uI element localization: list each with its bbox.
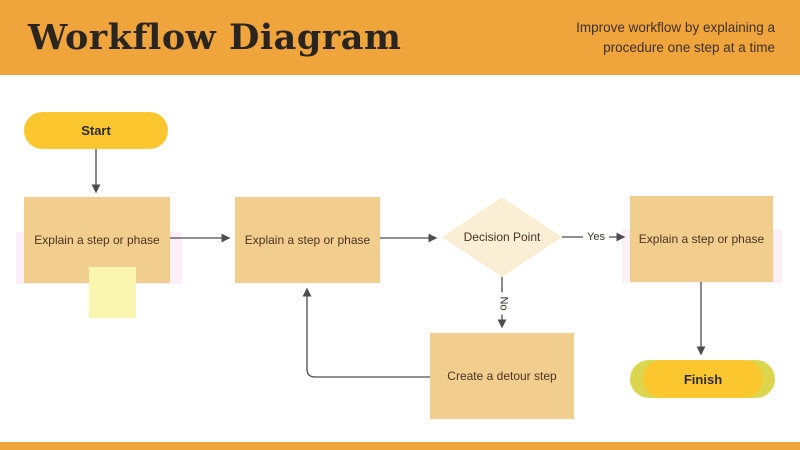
finish-node[interactable]: Finish [643, 360, 763, 398]
detour-node[interactable]: Create a detour step [430, 333, 574, 419]
sticky-note[interactable] [89, 267, 136, 318]
decision-node-label: Decision Point [463, 230, 541, 244]
page-subtitle: Improve workflow by explaining a procedu… [576, 18, 775, 57]
connector-lines [91, 149, 706, 378]
page-title: Workflow Diagram [28, 17, 402, 58]
start-node-label: Start [81, 123, 111, 138]
diagram-canvas: Yes No Start Explain a step or phase Exp… [0, 75, 800, 442]
step-node-2-label: Explain a step or phase [244, 233, 371, 247]
edge-label-no: No [496, 292, 510, 315]
step-node-1-label: Explain a step or phase [34, 233, 160, 247]
edge-label-yes: Yes [583, 231, 609, 244]
header-bar: Workflow Diagram Improve workflow by exp… [0, 0, 800, 75]
detour-node-label: Create a detour step [447, 369, 557, 383]
subtitle-line-2: procedure one step at a time [603, 39, 775, 55]
footer-accent-bar [0, 442, 800, 450]
finish-node-label: Finish [683, 371, 723, 387]
step-node-2[interactable]: Explain a step or phase [235, 197, 380, 283]
step-node-3-label: Explain a step or phase [638, 232, 765, 246]
start-node[interactable]: Start [24, 112, 168, 149]
subtitle-line-1: Improve workflow by explaining a [576, 19, 775, 35]
step-node-3[interactable]: Explain a step or phase [630, 196, 773, 282]
